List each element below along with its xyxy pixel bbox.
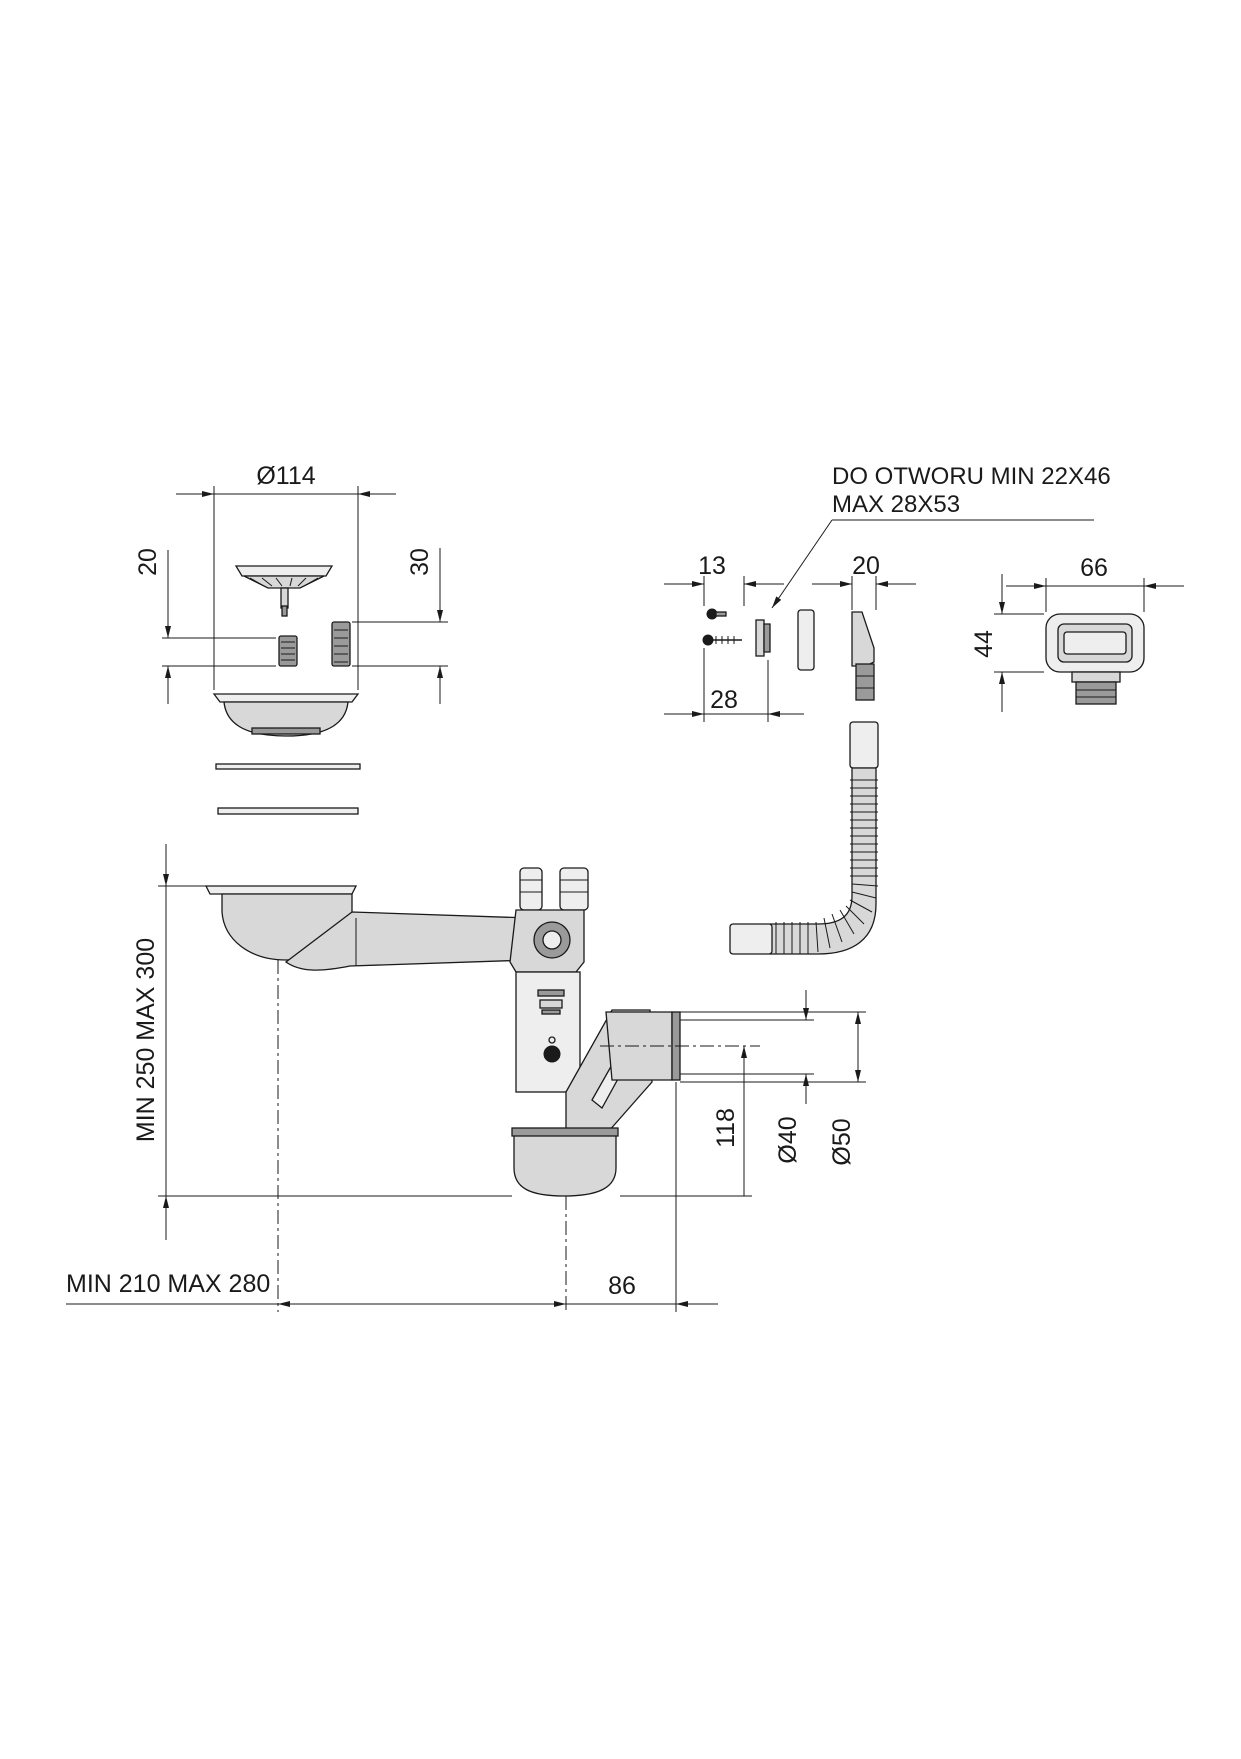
dim-overflow-cover-height: 44 (970, 574, 1044, 712)
overflow-screws (702, 608, 742, 646)
dim-outlet-inner-diameter: Ø40 (680, 990, 814, 1164)
label-outlet-height: 118 (712, 1108, 740, 1148)
label-overflow-connector-width: 20 (852, 552, 880, 580)
strainer-basket (234, 565, 334, 617)
label-strainer-height: 20 (134, 548, 162, 576)
label-strainer-bolt-height: 30 (406, 548, 434, 576)
outlet-pipe (600, 1011, 760, 1081)
label-outlet-outer-diameter: Ø50 (828, 1118, 856, 1165)
horizontal-pipe (284, 911, 531, 971)
label-outlet-offset: 86 (608, 1272, 636, 1300)
dim-strainer-diameter: Ø114 (176, 462, 396, 690)
note-overflow-hole-line1: DO OTWORU MIN 22X46 (832, 463, 1111, 490)
note-overflow-hole-line2: MAX 28X53 (832, 491, 960, 518)
strainer-bolts (278, 621, 351, 667)
dim-overflow-connector-width: 20 (812, 552, 916, 610)
label-strainer-diameter: Ø114 (256, 462, 315, 490)
dim-strainer-height: 20 (134, 548, 276, 704)
label-overflow-cover-height: 44 (970, 630, 998, 658)
overflow-hose (729, 721, 879, 955)
overflow-plate (755, 609, 815, 671)
overflow-cover (1045, 613, 1145, 705)
overflow-note: DO OTWORU MIN 22X46 MAX 28X53 (771, 463, 1111, 609)
dim-outlet-height: 118 (620, 1046, 752, 1197)
siphon-bowl (511, 1127, 619, 1197)
label-total-height: MIN 250 MAX 300 (132, 938, 160, 1142)
dim-strainer-bolt-height: 30 (352, 548, 448, 704)
label-overflow-screw-width: 13 (698, 552, 726, 580)
label-overflow-cover-width: 66 (1080, 554, 1108, 582)
dim-outlet-offset: 86 (566, 1082, 718, 1312)
overflow-connector (851, 611, 875, 701)
dim-total-height: MIN 250 MAX 300 (132, 844, 512, 1240)
label-outlet-inner-diameter: Ø40 (774, 1116, 802, 1163)
dim-outlet-outer-diameter: Ø50 (680, 1011, 866, 1166)
dim-overflow-screw-width: 13 (664, 552, 784, 606)
dim-overflow-screw-length: 28 (664, 648, 804, 722)
siphon-head (509, 867, 589, 973)
gaskets (215, 763, 361, 815)
dim-horizontal-reach: MIN 210 MAX 280 (66, 1270, 566, 1307)
label-horizontal-reach: MIN 210 MAX 280 (66, 1270, 270, 1298)
strainer-body (212, 693, 360, 737)
dim-overflow-cover-width: 66 (1006, 554, 1184, 612)
label-overflow-screw-length: 28 (710, 686, 738, 714)
